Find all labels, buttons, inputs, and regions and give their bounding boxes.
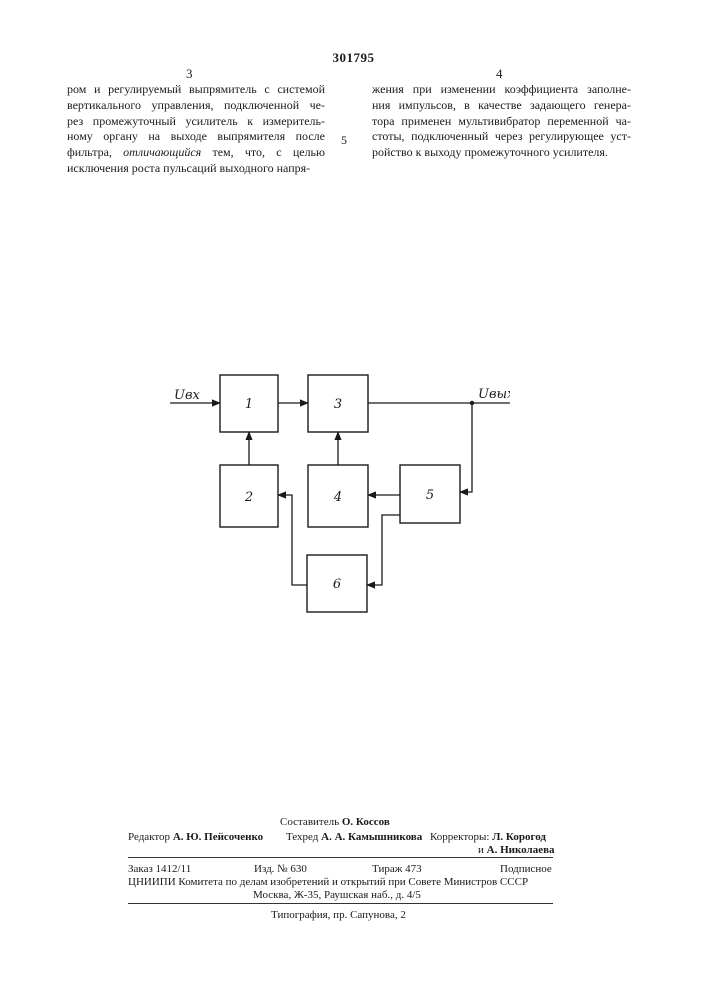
block-1-label: 1 xyxy=(245,397,253,412)
techred-line: Техред А. А. Камышникова xyxy=(286,830,422,844)
text-line: ройство к выходу промежуточного усилител… xyxy=(372,145,631,161)
edition-number: Изд. № 630 xyxy=(254,862,307,876)
order-number: Заказ 1412/11 xyxy=(128,862,191,876)
text-line: ния импульсов, в качестве задающего гене… xyxy=(372,98,631,114)
correctors-line: Корректоры: Л. Корогод xyxy=(430,830,546,844)
editor-line: Редактор А. Ю. Пейсоченко xyxy=(128,830,263,844)
subscription-note: Подписное xyxy=(500,862,552,876)
correctors-label: Корректоры: xyxy=(430,831,489,843)
compiler-name: О. Коссов xyxy=(342,816,390,828)
text-line: стоты, подключенный через регулирующее у… xyxy=(372,129,631,145)
techred-label: Техред xyxy=(286,831,318,843)
feedback-output-to-5 xyxy=(460,403,472,492)
block-2-label: 2 xyxy=(244,490,253,505)
text-line: исключения роста пульсаций выходного нап… xyxy=(67,161,325,177)
institute-line: ЦНИИПИ Комитета по делам изобретений и о… xyxy=(128,875,528,889)
link-6-to-2 xyxy=(278,495,307,585)
block-6-label: 6 xyxy=(333,577,341,592)
footer-divider-bottom xyxy=(128,903,553,904)
compiler-line: Составитель О. Коссов xyxy=(280,815,390,829)
editor-name: А. Ю. Пейсоченко xyxy=(173,831,263,843)
techred-name: А. А. Камышникова xyxy=(321,831,422,843)
corrector-2: А. Николаева xyxy=(487,844,555,856)
text-line: рез промежуточный усилитель к измеритель… xyxy=(67,114,325,130)
address-line: Москва, Ж-35, Раушская наб., д. 4/5 xyxy=(253,888,421,902)
footer-divider xyxy=(128,857,553,858)
link-5-to-6 xyxy=(367,515,400,585)
printing-house: Типография, пр. Сапунова, 2 xyxy=(271,908,406,922)
text-line: ром и регулируемый выпрямитель с системо… xyxy=(67,82,325,98)
block-3-label: 3 xyxy=(334,397,342,412)
text-fragment: фильтра, xyxy=(67,145,123,159)
corrector-2-line: и А. Николаева xyxy=(478,843,555,857)
block-4-label: 4 xyxy=(333,490,342,505)
text-column-left: ром и регулируемый выпрямитель с системо… xyxy=(67,82,325,177)
corrector-2-prefix: и xyxy=(478,844,484,856)
italic-term: отличающийся xyxy=(123,145,201,159)
text-fragment: тем, что, с целью xyxy=(201,145,325,159)
compiler-label: Составитель xyxy=(280,816,339,828)
print-run: Тираж 473 xyxy=(372,862,422,876)
junction-dot xyxy=(470,401,474,405)
output-label: Uвых xyxy=(478,387,510,402)
text-column-right: жения при изменении коэффициента заполне… xyxy=(372,82,631,161)
block-diagram: Uвх Uвых 1 2 3 4 5 6 xyxy=(150,355,510,625)
text-line: вертикального управления, подключенной ч… xyxy=(67,98,325,114)
text-line: тора применен мультивибратор переменной … xyxy=(372,114,631,130)
text-line: жения при изменении коэффициента заполне… xyxy=(372,82,631,98)
text-line: ному органу на выходе выпрямителя после xyxy=(67,129,325,145)
text-line: фильтра, отличающийся тем, что, с целью xyxy=(67,145,325,161)
input-label: Uвх xyxy=(174,388,201,403)
patent-number: 301795 xyxy=(0,50,707,66)
block-5-label: 5 xyxy=(426,488,434,503)
column-number-left: 3 xyxy=(186,66,193,82)
column-number-right: 4 xyxy=(496,66,503,82)
margin-line-number: 5 xyxy=(341,133,347,148)
editor-label: Редактор xyxy=(128,831,170,843)
corrector-1: Л. Корогод xyxy=(492,831,546,843)
